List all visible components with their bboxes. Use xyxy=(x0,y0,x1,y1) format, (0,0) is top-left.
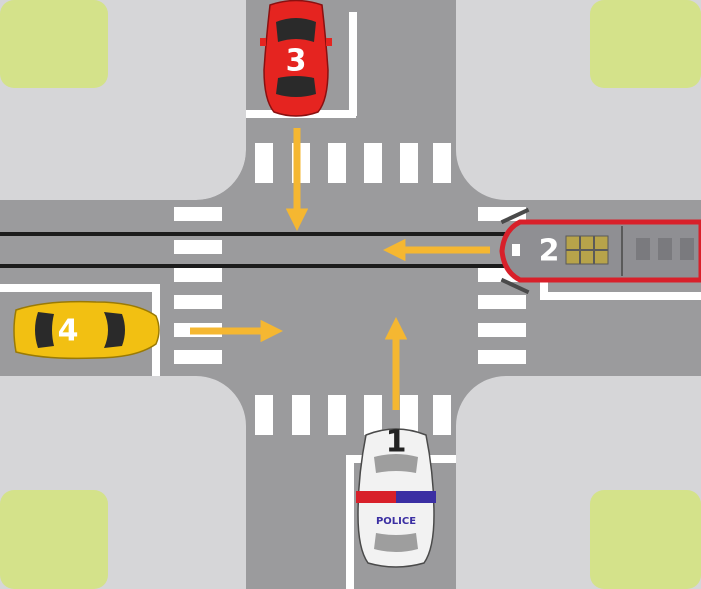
tram-rails xyxy=(0,232,701,268)
crosswalk-west xyxy=(174,207,222,364)
grass-bottom-right xyxy=(590,490,701,589)
police-label: POLICE xyxy=(376,516,416,527)
police-car: POLICE 1 xyxy=(356,425,436,568)
grass-bottom-left xyxy=(0,490,108,589)
vehicle-2-number: 2 xyxy=(539,234,560,269)
grass-top-left xyxy=(0,0,108,88)
tram: 2 xyxy=(499,207,701,295)
red-car: 3 xyxy=(260,0,332,117)
vehicle-3-number: 3 xyxy=(286,44,307,79)
direction-arrows xyxy=(190,128,490,410)
curb-corners xyxy=(196,150,246,200)
yellow-car: 4 xyxy=(13,300,160,360)
vehicle-4-number: 4 xyxy=(58,314,79,349)
vehicle-1-number: 1 xyxy=(386,425,407,460)
grass-top-right xyxy=(590,0,701,88)
crosswalk-south xyxy=(255,395,451,435)
